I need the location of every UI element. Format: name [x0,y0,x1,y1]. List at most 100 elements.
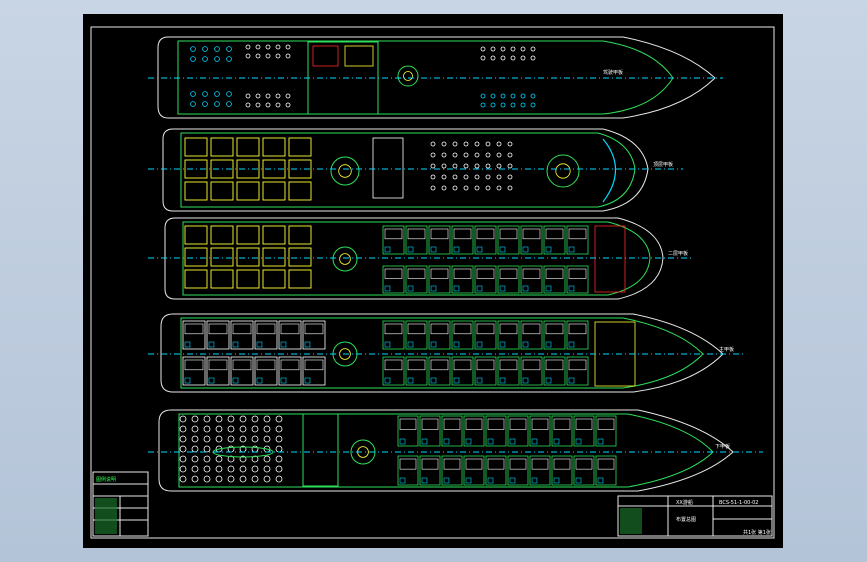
washroom [522,377,529,384]
project-name: XX游船 [676,499,693,506]
bed [430,228,449,240]
deck-label-main: 主甲板 [719,346,734,353]
seat [203,415,211,423]
seat [510,93,516,99]
deck-second: 二层甲板 [148,217,693,300]
dining-table [288,247,312,267]
seat [191,455,199,463]
seat [215,415,223,423]
washroom [280,341,287,348]
washroom [545,246,552,253]
bed [399,458,417,470]
seat [179,445,187,453]
bed [465,458,483,470]
dining-table [184,181,208,201]
seat [203,445,211,453]
seat [510,46,516,52]
dining-table [210,247,234,267]
cabin [595,455,617,486]
washroom [499,285,506,292]
seat [452,141,458,147]
seat [179,455,187,463]
dining-table [236,247,260,267]
bed [399,418,417,430]
cabin [566,356,589,386]
seat [441,141,447,147]
seat [263,475,271,483]
seat [190,56,196,62]
dining-table [288,269,312,289]
cabin [441,455,463,486]
dining-table [210,181,234,201]
dining-table [210,137,234,157]
staircase-core [555,163,571,179]
seat [255,102,261,108]
cabin [428,225,451,255]
bed [407,228,426,240]
dining-table [288,159,312,179]
seat [500,93,506,99]
seat [430,141,436,147]
cabin [573,415,595,447]
deck-label-second: 二层甲板 [668,250,688,257]
dining-table [262,159,286,179]
cabin [302,356,326,386]
bed [430,268,449,279]
seat [441,185,447,191]
seat [226,101,232,107]
washroom [184,341,191,348]
seat [510,55,516,61]
seat [530,55,536,61]
bed [568,228,587,240]
washroom [553,438,560,445]
legend-block: 图例说明 [92,471,149,537]
bed [531,458,549,470]
seat [179,475,187,483]
cabin [474,356,497,386]
washroom [430,246,437,253]
dining-table [262,181,286,201]
seat [227,415,235,423]
seat [239,465,247,473]
seat [251,475,259,483]
dining-table [184,159,208,179]
seat [285,102,291,108]
dining-table [236,159,260,179]
bed [522,359,541,371]
cabin [405,356,428,386]
bed [499,228,518,240]
store [344,45,374,67]
seat [430,174,436,180]
washroom [256,341,263,348]
cabin [520,225,543,255]
cabin [485,455,507,486]
cabin [566,225,589,255]
deck-lower: 下甲板 [148,409,763,492]
seat [530,102,536,108]
washroom [384,246,391,253]
seat [507,141,513,147]
cabin [451,320,474,350]
washroom [575,477,582,484]
seat [430,163,436,169]
seat [203,475,211,483]
cabin [441,415,463,447]
bed [509,458,527,470]
deck-main: 主甲板 [148,313,743,393]
seat [202,56,208,62]
seat [480,46,486,52]
cabin [543,265,566,294]
cabin [463,455,485,486]
bed [384,268,403,279]
cabin [382,320,405,350]
cabin [182,320,206,350]
seat [285,53,291,59]
bed [465,418,483,430]
cabin [419,455,441,486]
seat [255,53,261,59]
washroom [304,341,311,348]
dining-table [262,269,286,289]
seat [251,435,259,443]
washroom [421,438,428,445]
bed [421,458,439,470]
